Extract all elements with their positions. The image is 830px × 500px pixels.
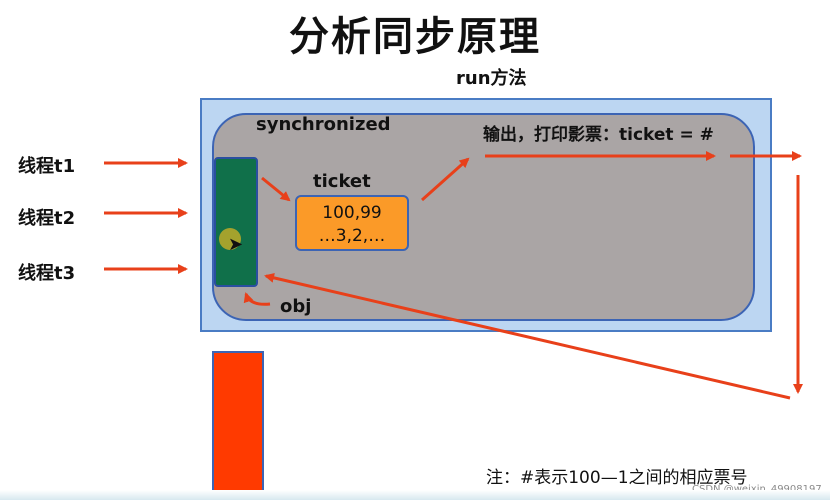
run-method-label: run方法 [456,68,527,89]
output-label: 输出，打印影票：ticket = # [483,125,714,145]
thread-t1-label: 线程t1 [18,156,76,177]
watermark: CSDN @weixin_49908197 [692,484,822,495]
ticket-values-line2: …3,2,… [318,226,386,246]
cursor-highlight [219,228,241,250]
lock-gate [214,157,258,287]
obj-label: obj [280,296,312,317]
arrow-ticket-to-output [421,157,470,202]
mouse-pointer-icon: ➤ [228,234,244,255]
ticket-box: 100,99 …3,2,… [295,195,409,251]
ticket-values-line1: 100,99 [322,203,382,223]
synchronized-label: synchronized [256,114,391,135]
page-title: 分析同步原理 [289,14,541,60]
arrow-obj-to-lock [243,292,271,306]
red-block [212,351,264,494]
thread-t2-label: 线程t2 [18,208,76,229]
arrow-lock-to-ticket [261,176,291,202]
ticket-label: ticket [313,171,371,192]
thread-t3-label: 线程t3 [18,263,76,284]
bottom-strip [0,490,830,500]
footnote: 注：#表示100—1之间的相应票号 [486,468,748,488]
arrow-return-to-lock [264,272,791,400]
